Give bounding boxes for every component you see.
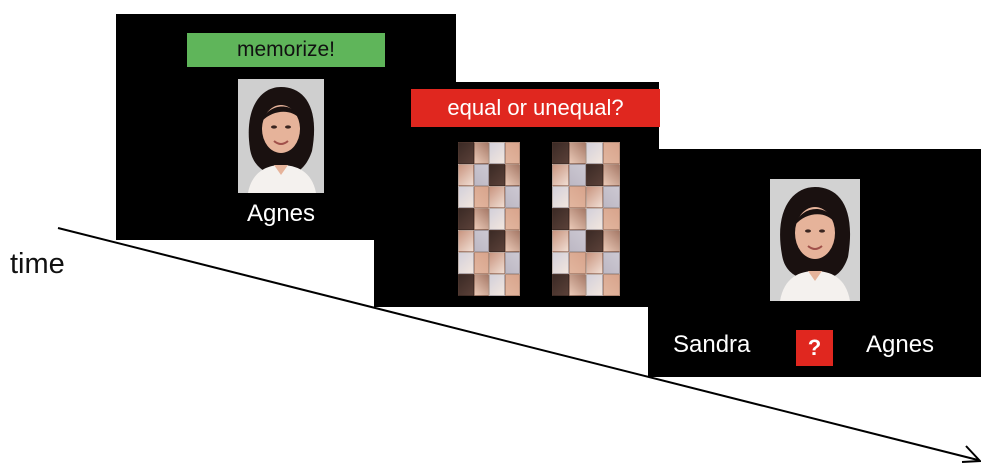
scramble-tile — [603, 208, 620, 230]
scramble-tile — [552, 186, 569, 208]
memorize-banner: memorize! — [187, 33, 385, 67]
scramble-tile — [504, 142, 520, 164]
scramble-tile — [458, 186, 474, 208]
scramble-tile — [473, 186, 489, 208]
scramble-tile — [586, 230, 603, 252]
question-banner: equal or unequal? — [411, 89, 660, 127]
scramble-tile — [489, 252, 505, 274]
face-image-icon — [770, 179, 860, 301]
scramble-tile — [458, 164, 474, 186]
scramble-tile — [569, 230, 586, 252]
face-photo — [238, 79, 324, 193]
scramble-tile — [489, 208, 505, 230]
scramble-tile — [586, 208, 603, 230]
scramble-tile — [586, 274, 603, 296]
response-option-left: Sandra — [673, 331, 751, 358]
scramble-tile — [552, 208, 569, 230]
scramble-tile — [473, 230, 489, 252]
scramble-tile — [586, 186, 603, 208]
response-option-right: Agnes — [866, 331, 935, 358]
scramble-tile — [552, 230, 569, 252]
scramble-tile — [603, 186, 620, 208]
scramble-tile — [473, 208, 489, 230]
scramble-tile — [458, 230, 474, 252]
scramble-tile — [569, 252, 586, 274]
scramble-tile — [603, 230, 620, 252]
face-image-icon — [238, 79, 324, 193]
scramble-tile — [473, 142, 489, 164]
scramble-tile — [473, 274, 489, 296]
scramble-tile — [552, 142, 569, 164]
scramble-tile — [489, 142, 505, 164]
comparison-screen: equal or unequal? — [374, 82, 660, 307]
scramble-tile — [552, 252, 569, 274]
time-axis-label: time — [10, 248, 65, 280]
scramble-tile — [586, 164, 603, 186]
scramble-tile — [489, 230, 505, 252]
scramble-tile — [603, 142, 620, 164]
scramble-tile — [489, 274, 505, 296]
scramble-tile — [569, 208, 586, 230]
scramble-tile — [504, 274, 520, 296]
scramble-tile — [603, 252, 620, 274]
face-photo — [770, 179, 860, 301]
scrambled-face-right — [552, 142, 620, 296]
scramble-tile — [489, 164, 505, 186]
scramble-tile — [552, 274, 569, 296]
scramble-tile — [504, 208, 520, 230]
scramble-tile — [489, 186, 505, 208]
scramble-tile — [458, 274, 474, 296]
scramble-tile — [569, 274, 586, 296]
scramble-tile — [473, 252, 489, 274]
scramble-tile — [504, 164, 520, 186]
scramble-tile — [569, 164, 586, 186]
scramble-tile — [586, 142, 603, 164]
scramble-tile — [504, 252, 520, 274]
scramble-tile — [569, 142, 586, 164]
scramble-tile — [603, 164, 620, 186]
scramble-tile — [504, 186, 520, 208]
scramble-tile — [552, 164, 569, 186]
scramble-tile — [473, 164, 489, 186]
response-question-mark: ? — [796, 330, 833, 366]
scramble-tile — [458, 208, 474, 230]
response-screen: Sandra ? Agnes — [648, 149, 981, 377]
target-name: Agnes — [246, 200, 316, 227]
scramble-tile — [603, 274, 620, 296]
scramble-tile — [569, 186, 586, 208]
scramble-tile — [504, 230, 520, 252]
scramble-tile — [586, 252, 603, 274]
scramble-tile — [458, 142, 474, 164]
scrambled-face-left — [458, 142, 520, 296]
scramble-tile — [458, 252, 474, 274]
